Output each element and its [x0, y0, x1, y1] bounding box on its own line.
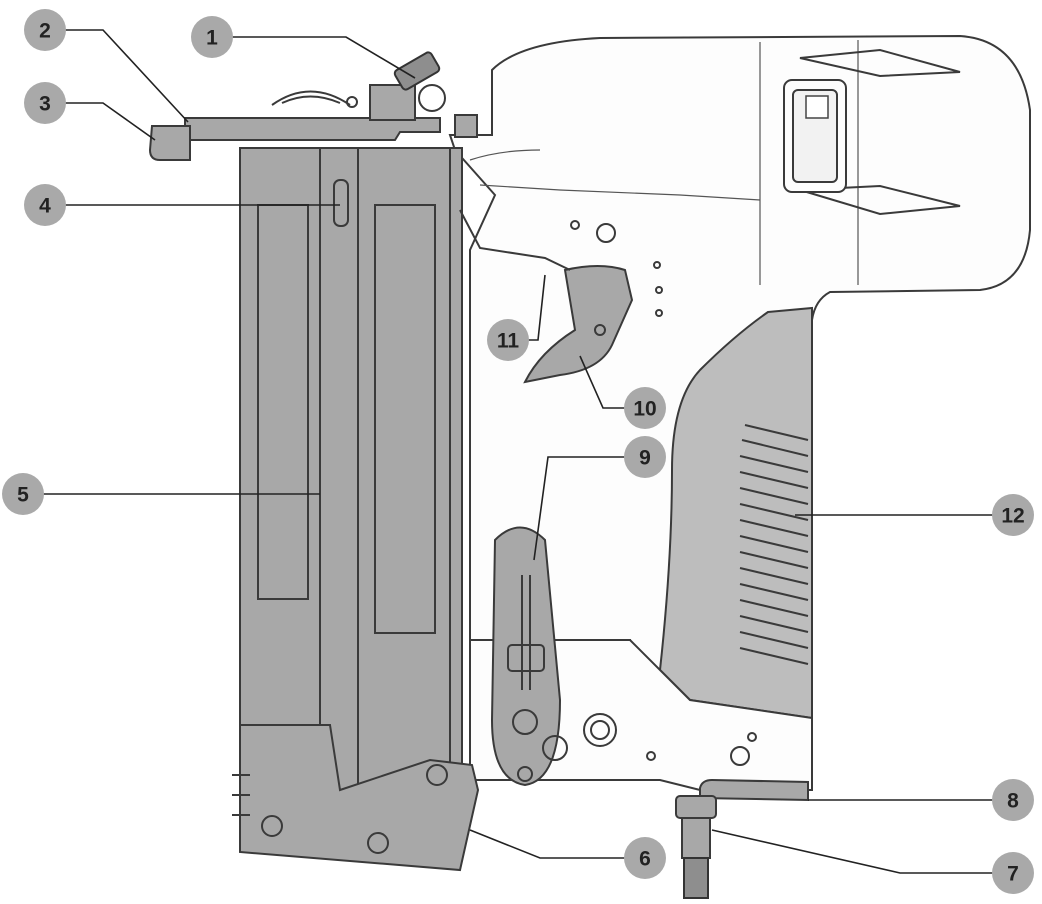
callout-11: 11	[487, 319, 529, 361]
callout-2: 2	[24, 9, 66, 51]
callout-2-label: 2	[39, 20, 51, 43]
callout-11-label: 11	[497, 330, 520, 353]
callout-5: 5	[2, 473, 44, 515]
callout-6: 6	[624, 837, 666, 879]
leader-10	[579, 355, 628, 409]
leader-6	[469, 829, 628, 859]
callout-1: 1	[191, 16, 233, 58]
callout-9-label: 9	[639, 447, 651, 470]
callout-1-label: 1	[206, 27, 218, 50]
top-rail	[148, 114, 478, 161]
callout-3: 3	[24, 82, 66, 124]
leader-lines	[40, 29, 996, 874]
air-fitting	[675, 795, 717, 899]
callout-9: 9	[624, 436, 666, 478]
safety-contact-arm	[459, 209, 571, 271]
grip-vent-lines	[739, 424, 809, 665]
callout-12-label: 12	[1001, 505, 1024, 528]
depth-adjuster	[271, 51, 446, 121]
callout-12: 12	[992, 494, 1034, 536]
leader-2	[62, 29, 189, 123]
trigger	[523, 265, 634, 384]
leader-1	[229, 36, 416, 79]
callout-10-label: 10	[633, 398, 656, 421]
callout-4-label: 4	[39, 195, 51, 218]
top-vent-slots	[799, 48, 961, 216]
leader-3	[62, 102, 156, 141]
grip-handle	[658, 306, 813, 720]
nose-piece	[232, 724, 480, 872]
callout-8: 8	[992, 779, 1034, 821]
body-screws	[570, 220, 663, 317]
leader-9	[533, 456, 628, 561]
body-switch	[783, 79, 847, 193]
exhaust-deflector	[699, 778, 809, 802]
callout-5-label: 5	[17, 484, 29, 507]
magazine	[239, 147, 463, 791]
callout-4: 4	[24, 184, 66, 226]
callout-7-label: 7	[1007, 863, 1019, 886]
callout-10: 10	[624, 387, 666, 429]
callout-6-label: 6	[639, 848, 651, 871]
leader-11	[527, 274, 546, 341]
belt-hook-lever	[490, 526, 568, 787]
callout-8-label: 8	[1007, 790, 1019, 813]
leader-7	[711, 829, 996, 874]
callout-3-label: 3	[39, 93, 51, 116]
callout-7: 7	[992, 852, 1034, 894]
